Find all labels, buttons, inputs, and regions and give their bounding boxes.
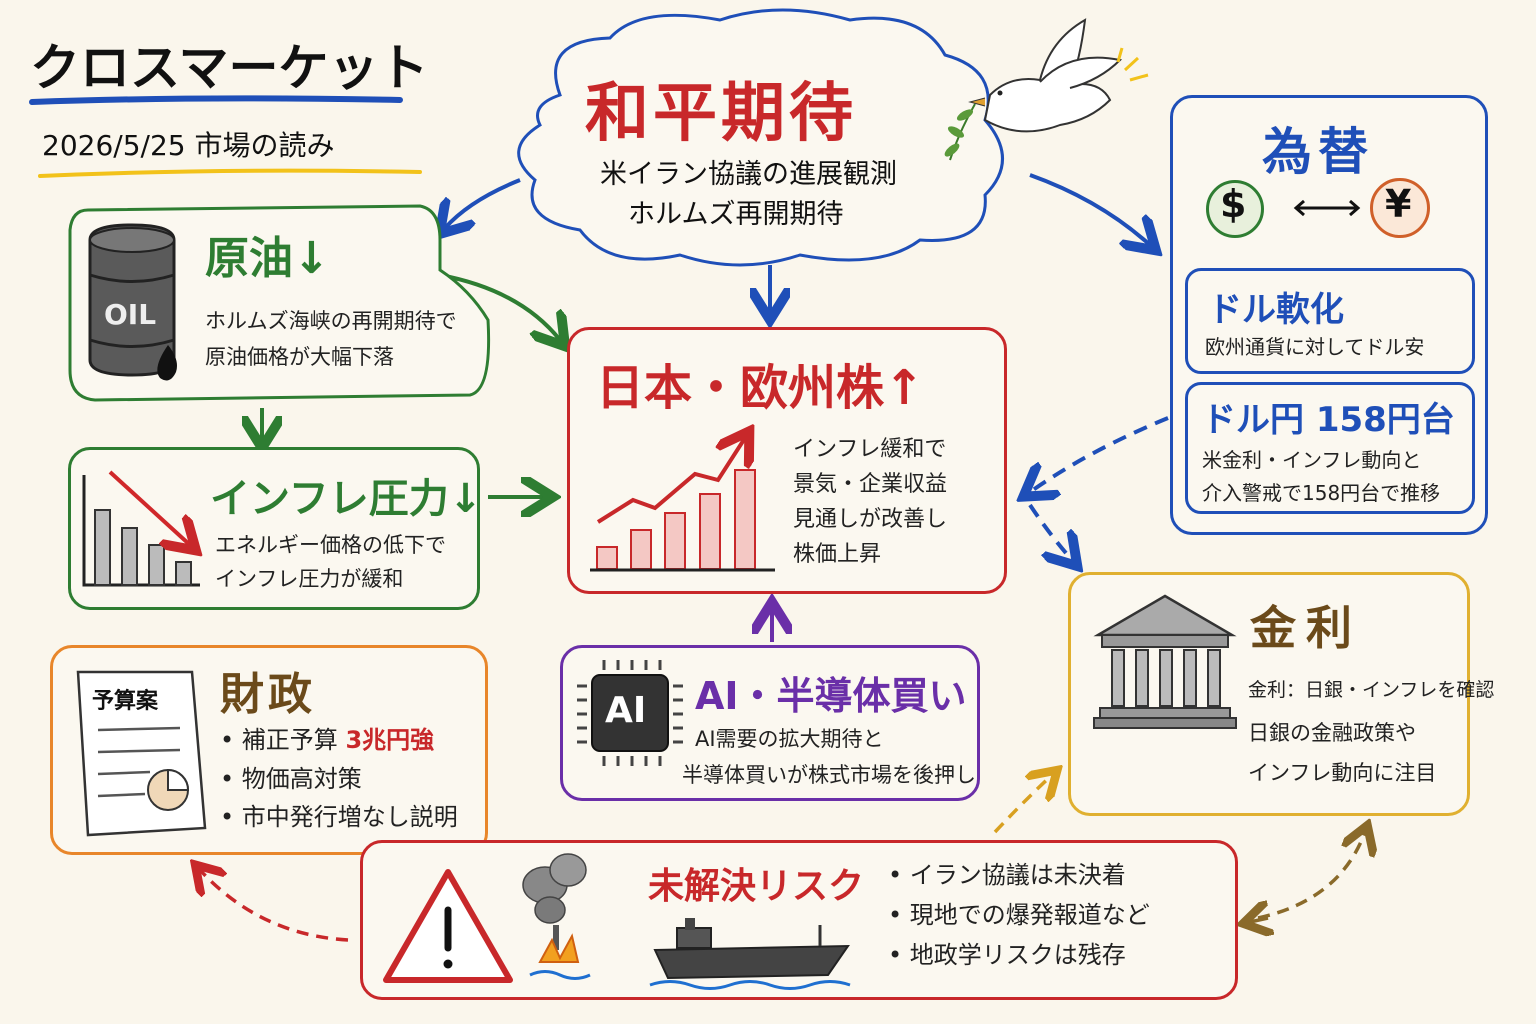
risk-bullet2-text: 現地での爆発報道など xyxy=(909,901,1150,929)
usd-weak-text: 欧州通貨に対してドル安 xyxy=(1205,335,1425,359)
oil-line1: ホルムズ海峡の再開期待で xyxy=(205,309,457,333)
fx-title: 為替 xyxy=(1262,123,1374,181)
ai-chip-label: AI xyxy=(605,690,647,731)
stocks-line4: 株価上昇 xyxy=(793,542,882,567)
risk-bullet1-text: イラン協議は未決着 xyxy=(909,861,1126,889)
peace-title: 和平期待 xyxy=(585,77,857,151)
dollar-icon xyxy=(1206,180,1264,238)
usdjpy-line2: 介入警戒で158円台で推移 xyxy=(1202,481,1441,505)
risk-bullet3-text: 地政学リスクは残存 xyxy=(909,941,1126,969)
fiscal-bullet1-highlight: 3兆円強 xyxy=(345,726,435,754)
risk-bullet1: • イラン協議は未決着 xyxy=(888,861,1126,889)
inflation-line1: エネルギー価格の低下で xyxy=(215,533,446,557)
peace-line1: 米イラン協議の進展観測 xyxy=(600,159,897,190)
rates-line3: インフレ動向に注目 xyxy=(1248,761,1437,785)
usdjpy-title: ドル円 158円台 xyxy=(1202,400,1455,440)
fiscal-bullet2-text: 物価高対策 xyxy=(241,765,362,793)
risk-title: 未解決リスク xyxy=(648,866,865,907)
usdjpy-line1: 米金利・インフレ動向と xyxy=(1202,448,1422,472)
peace-line2: ホルムズ再開期待 xyxy=(628,199,844,230)
risk-bullet2: • 現地での爆発報道など xyxy=(888,901,1150,929)
stocks-line3: 見通しが改善し xyxy=(793,507,948,532)
fiscal-title: 財政 xyxy=(220,669,316,720)
ai-line1: AI需要の拡大期待と xyxy=(695,727,884,751)
rates-title: 金利 xyxy=(1250,601,1362,655)
fiscal-bullet1-prefix: 補正予算 xyxy=(241,726,338,754)
rates-line2: 日銀の金融政策や xyxy=(1248,721,1416,745)
inflation-title: インフレ圧力↓ xyxy=(210,476,483,522)
fiscal-bullet3-text: 市中発行増なし説明 xyxy=(241,803,458,831)
usdjpy-box xyxy=(1185,382,1475,514)
oil-title: 原油↓ xyxy=(205,233,330,284)
budget-document-label: 予算案 xyxy=(92,689,159,714)
risk-bullet3: • 地政学リスクは残存 xyxy=(888,941,1126,969)
dollar-symbol: $ xyxy=(1220,182,1247,226)
ai-title: AI・半導体買い xyxy=(695,674,967,718)
yen-icon xyxy=(1370,178,1430,238)
page-subtitle: 2026/5/25 市場の読み xyxy=(42,129,335,162)
oil-line2: 原油価格が大幅下落 xyxy=(205,345,394,369)
inflation-line2: インフレ圧力が緩和 xyxy=(215,567,404,591)
stocks-title: 日本・欧州株↑ xyxy=(596,360,925,416)
usd-weak-title: ドル軟化 xyxy=(1208,290,1344,330)
stocks-line1: インフレ緩和で xyxy=(793,437,947,462)
fiscal-bullet2: • 物価高対策 xyxy=(220,765,362,793)
yen-symbol: ¥ xyxy=(1385,182,1412,226)
usd-weak-box xyxy=(1185,268,1475,374)
fiscal-bullet3: • 市中発行増なし説明 xyxy=(220,803,458,831)
oil-barrel-label: OIL xyxy=(104,298,157,331)
stocks-line2: 景気・企業収益 xyxy=(793,472,948,497)
fiscal-bullet1: • 補正予算 3兆円強 xyxy=(220,726,435,754)
ai-line2: 半導体買いが株式市場を後押し xyxy=(682,763,976,787)
rates-line1: 金利：日銀・インフレを確認 xyxy=(1248,679,1495,701)
page-title: クロスマーケット xyxy=(30,39,429,97)
